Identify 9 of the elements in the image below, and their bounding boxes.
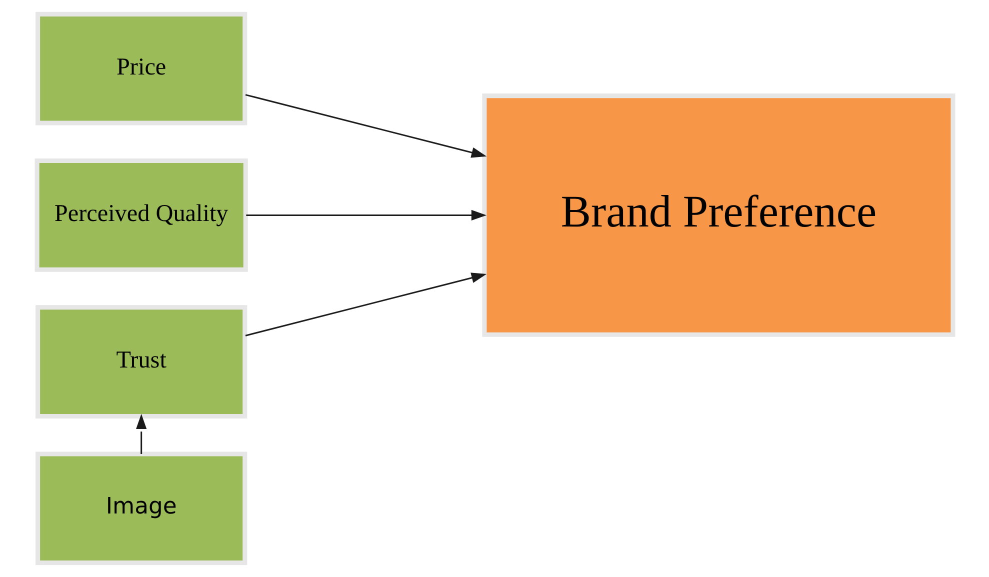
- node-box: Trust: [35, 305, 247, 418]
- arrow: [136, 414, 146, 454]
- node-box: Price: [35, 12, 247, 126]
- arrow: [244, 272, 486, 336]
- arrow: [246, 210, 486, 220]
- node-box: Brand Preference: [482, 94, 955, 337]
- node-box: Image: [35, 452, 247, 566]
- node-box: Perceived Quality: [34, 158, 248, 272]
- arrow: [244, 94, 486, 158]
